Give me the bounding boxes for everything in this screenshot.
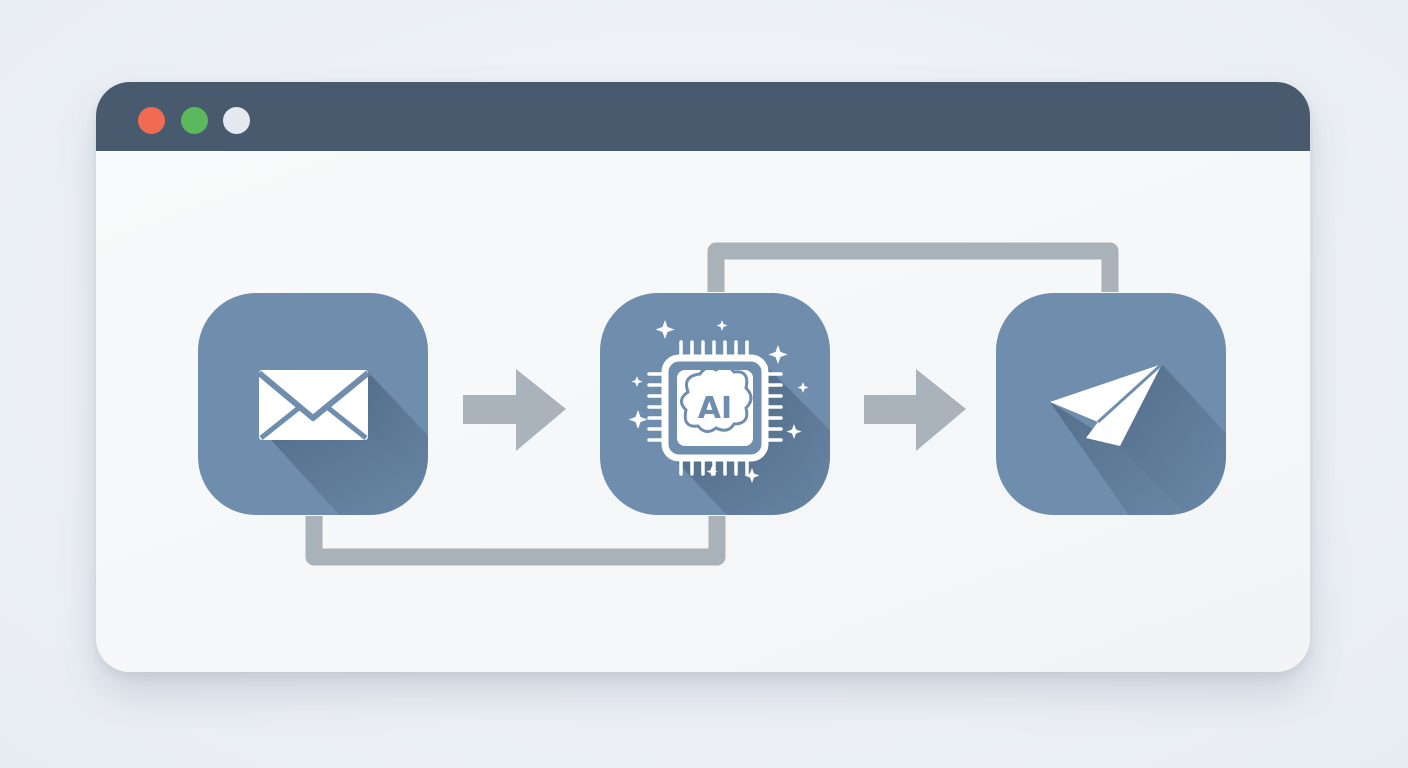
- send-node[interactable]: [996, 293, 1260, 560]
- close-window-button[interactable]: [138, 107, 165, 134]
- ai-label: AI: [698, 391, 732, 426]
- arrow-email-to-ai: [463, 369, 566, 451]
- paper-plane-icon: [1050, 362, 1164, 446]
- email-node[interactable]: [198, 293, 470, 540]
- connector-email-to-ai-bottom: [305, 516, 726, 566]
- window-titlebar: [96, 82, 1310, 151]
- arrow-ai-to-send: [864, 369, 966, 451]
- ai-node[interactable]: AI: [600, 293, 870, 560]
- envelope-icon: [257, 370, 370, 440]
- sparkle-icons: [628, 320, 809, 483]
- zoom-window-button[interactable]: [223, 107, 250, 134]
- minimize-window-button[interactable]: [181, 107, 208, 134]
- ai-chip-icon: AI: [628, 320, 809, 483]
- connector-ai-to-send-top: [707, 242, 1119, 292]
